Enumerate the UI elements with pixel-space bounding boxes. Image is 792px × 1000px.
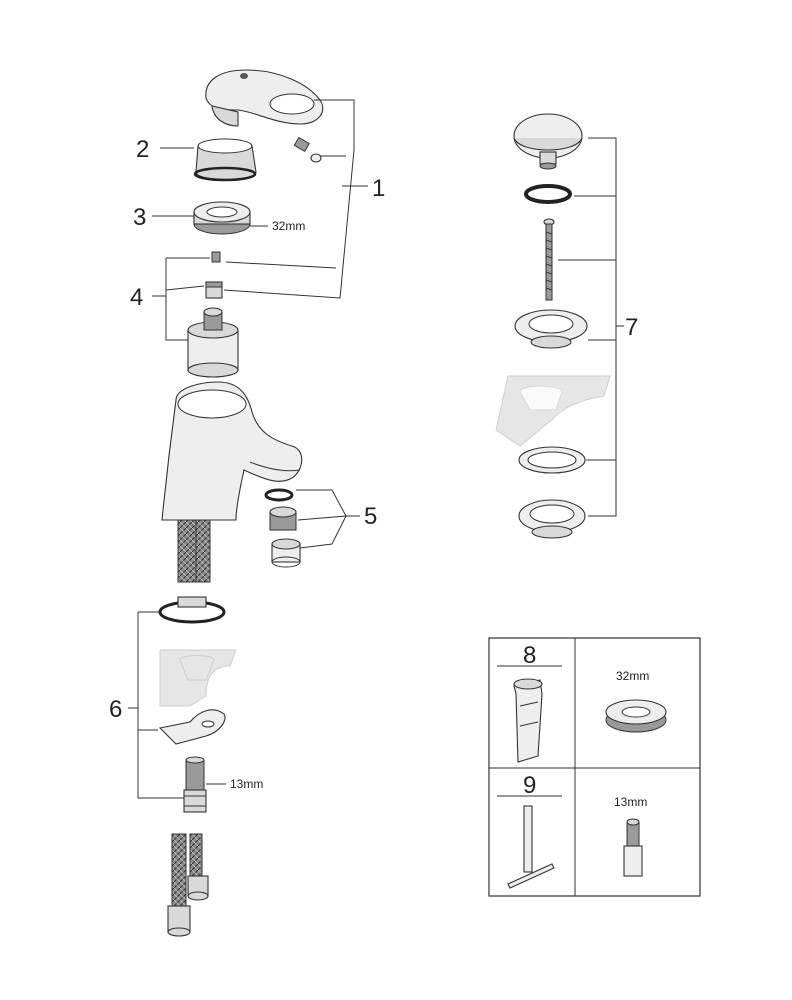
dimension-label-32mm: 32mm [272, 219, 305, 233]
waste-ring [518, 446, 586, 474]
waste-plug [513, 113, 583, 170]
dimension-label-13mm: 13mm [230, 777, 263, 791]
lever-handle [205, 69, 324, 127]
grub-screw [293, 136, 322, 163]
fixing-ring [158, 596, 226, 624]
waste-flange [514, 309, 588, 349]
screw-and-adapter [205, 251, 223, 299]
cartridge-nut [193, 201, 251, 235]
callout-4: 4 [130, 284, 143, 311]
tool-table-item-8: 8 [523, 642, 536, 669]
cartridge [187, 307, 239, 378]
tool-nut-32mm [605, 699, 667, 733]
tool-table-item-9: 9 [523, 772, 536, 799]
tool-stud-13mm [623, 818, 643, 877]
waste-body [518, 499, 586, 539]
callout-6: 6 [109, 696, 122, 723]
threaded-stud [183, 756, 207, 813]
body-flex-hoses [177, 519, 211, 583]
cover-cap [193, 138, 257, 182]
callout-2: 2 [136, 136, 149, 163]
tool-table [488, 637, 701, 897]
basin-ghost-right [495, 375, 611, 447]
callout-3: 3 [133, 204, 146, 231]
leader-lines-left [128, 99, 368, 799]
waste-seal [524, 184, 572, 204]
callout-5: 5 [364, 503, 377, 530]
callout-7: 7 [625, 314, 638, 341]
supply-hoses [167, 833, 209, 937]
socket-wrench-tool [513, 678, 543, 763]
aerator-parts [264, 488, 301, 568]
key-tool [507, 805, 555, 889]
mixer-body [161, 381, 303, 521]
mounting-bracket [158, 709, 226, 745]
leader-lines-right [558, 137, 624, 517]
callout-1: 1 [372, 175, 385, 202]
waste-rod [543, 218, 555, 301]
tool-table-size-13mm: 13mm [614, 795, 647, 809]
tool-table-size-32mm: 32mm [616, 669, 649, 683]
basin-ghost-left [159, 649, 237, 707]
